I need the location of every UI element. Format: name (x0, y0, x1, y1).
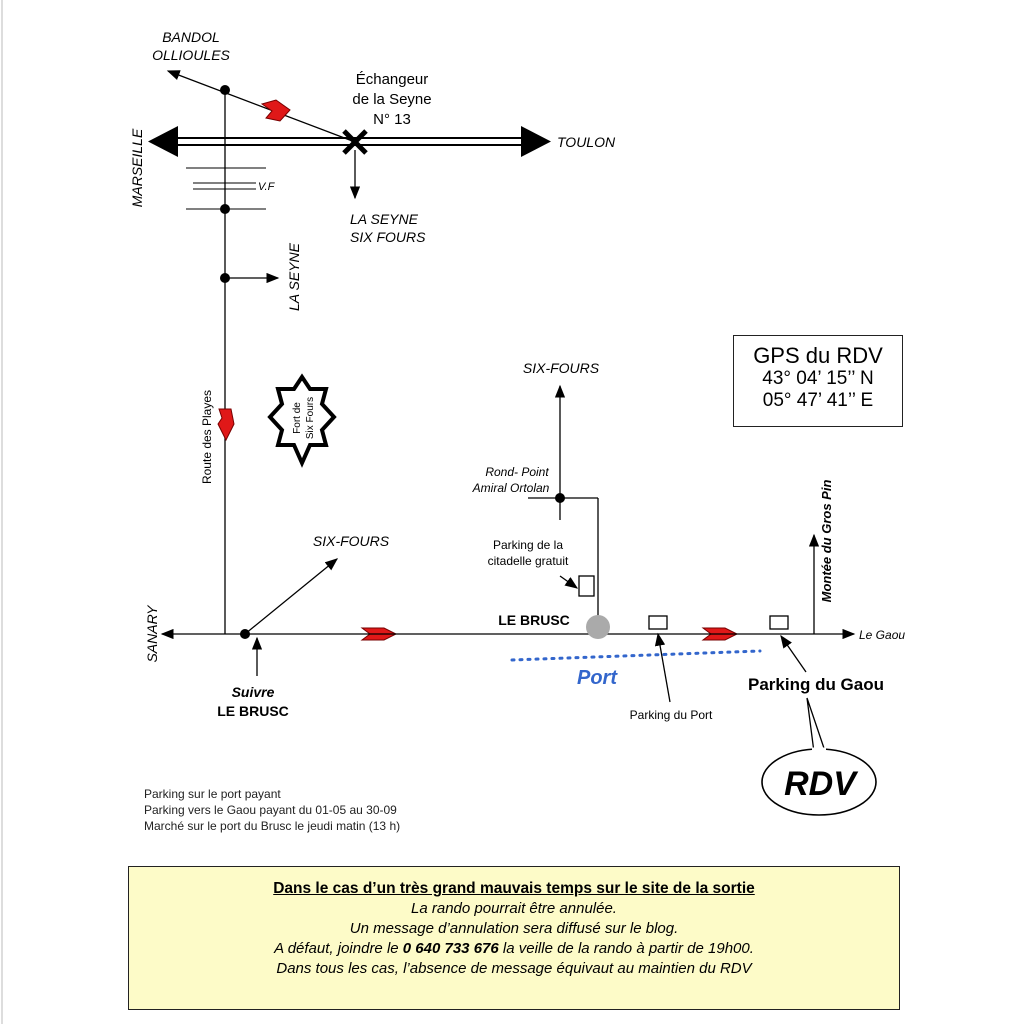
label-vf: V.F (258, 181, 276, 193)
label-la-seyne-six-fours-2: SIX FOURS (350, 229, 426, 245)
label-toulon: TOULON (557, 134, 616, 150)
label-le-gaou: Le Gaou (859, 628, 905, 642)
label-parking-du-gaou: Parking du Gaou (748, 675, 884, 694)
notice-line: A défaut, joindre le 0 640 733 676 la ve… (129, 939, 899, 959)
label-route-des-playes: Route des Playes (200, 390, 214, 484)
label-rond-point-1: Rond- Point (485, 465, 549, 479)
label-marseille: MARSEILLE (129, 128, 145, 207)
parking-citadelle-pointer (559, 575, 579, 589)
label-ollioules: OLLIOULES (152, 47, 230, 63)
parking-gaou-pointer (780, 634, 807, 673)
label-la-seyne-six-fours-1: LA SEYNE (350, 211, 419, 227)
phone-number: 0 640 733 676 (402, 940, 499, 957)
railway (186, 167, 266, 210)
notice-line: Dans tous les cas, l’absence de message … (276, 960, 752, 977)
gps-latitude: 43° 04’ 15’’ N (762, 368, 874, 389)
label-echangeur-3: N° 13 (373, 111, 411, 128)
gps-box: GPS du RDV 43° 04’ 15’’ N 05° 47’ 41’’ E (733, 335, 903, 427)
le-brusc-roundabout (586, 615, 610, 639)
exchange-cross-icon (342, 129, 368, 155)
notice-line: Un message d’annulation sera diffusé sur… (349, 920, 679, 937)
label-echangeur-2: de la Seyne (352, 91, 431, 108)
label-parking-citadelle-1: Parking de la (493, 538, 563, 552)
port-shoreline (510, 649, 762, 662)
note-line: Marché sur le port du Brusc le jeudi mat… (144, 819, 401, 833)
motorway-west-arrow (148, 126, 178, 157)
rond-point-dot (555, 493, 565, 503)
notice-line3-post: la veille de la rando à partir de 19h00. (498, 940, 754, 957)
label-parking-du-port: Parking du Port (630, 708, 713, 722)
parking-port-icon (648, 615, 668, 630)
note-line: Parking sur le port payant (144, 787, 281, 801)
parking-gaou-icon (769, 615, 789, 630)
direction-marker (260, 99, 291, 122)
notice-line: La rando pourrait être annulée. (411, 900, 617, 917)
label-la-seyne: LA SEYNE (286, 242, 302, 311)
parking-citadelle-icon (578, 575, 595, 597)
parking-notes: Parking sur le port payant Parking vers … (144, 786, 400, 834)
notice-line3-pre: A défaut, joindre le (274, 940, 403, 957)
label-six-fours-north: SIX-FOURS (523, 360, 600, 376)
gps-longitude: 05° 47’ 41’’ E (762, 390, 874, 411)
motorway (148, 126, 551, 157)
motorway-east-arrow (521, 126, 551, 157)
label-port: Port (577, 667, 618, 689)
label-fort-2: Six Fours (305, 397, 316, 439)
road-to-six-fours-diag (244, 558, 339, 635)
label-le-brusc: LE BRUSC (498, 612, 570, 628)
direction-marker (217, 408, 235, 442)
label-parking-citadelle-2: citadelle gratuit (488, 554, 569, 568)
weather-notice: Dans le cas d’un très grand mauvais temp… (128, 866, 900, 1010)
label-bandol: BANDOL (162, 29, 220, 45)
label-echangeur-1: Échangeur (356, 71, 429, 88)
parking-port-pointer (654, 632, 671, 703)
label-six-fours-diag: SIX-FOURS (313, 533, 390, 549)
label-fort-1: Fort de (292, 402, 303, 434)
notice-heading: Dans le cas d’un très grand mauvais temp… (273, 880, 755, 897)
label-sanary: SANARY (144, 604, 160, 663)
label-suivre: Suivre (232, 684, 275, 700)
fort-icon (267, 373, 337, 468)
gps-title: GPS du RDV (753, 343, 883, 368)
label-rdv: RDV (784, 765, 859, 803)
label-montee-gros-pin: Montée du Gros Pin (819, 480, 834, 603)
note-line: Parking vers le Gaou payant du 01-05 au … (144, 803, 397, 817)
label-suivre-le-brusc: LE BRUSC (217, 703, 289, 719)
label-rond-point-2: Amiral Ortolan (472, 481, 550, 495)
road-to-bandol (166, 70, 356, 143)
junction-dot (220, 85, 230, 95)
